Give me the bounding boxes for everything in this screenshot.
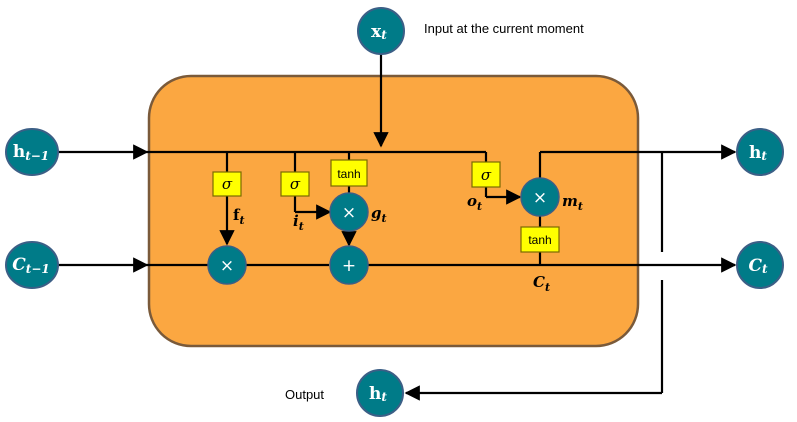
- output-caption: Output: [285, 387, 324, 402]
- candidate-gate: tanh: [330, 159, 368, 187]
- node-c-out-right: Ct: [736, 241, 784, 289]
- forget-gate: σ: [212, 171, 242, 197]
- svg-text:xt: xt: [371, 22, 387, 42]
- var-f: ft: [233, 206, 245, 227]
- input-caption: Input at the current moment: [424, 21, 584, 36]
- svg-text:Ct−1: Ct−1: [12, 255, 49, 276]
- node-h-output: ht: [356, 369, 404, 417]
- input-gate-label: σ: [290, 175, 301, 193]
- forget-gate-label: σ: [222, 175, 233, 193]
- forget-multiply-symbol: ×: [220, 256, 234, 276]
- output-gate: σ: [471, 161, 501, 188]
- forget-multiply-operator: ×: [207, 245, 247, 285]
- node-h-prev: ht−1: [5, 128, 59, 176]
- svg-text:Ct: Ct: [748, 256, 768, 276]
- input-multiply-symbol: ×: [342, 203, 356, 223]
- svg-text:ht−1: ht−1: [13, 142, 49, 163]
- candidate-gate-label: tanh: [337, 167, 360, 181]
- svg-text:ht: ht: [369, 384, 387, 404]
- var-g: gt: [371, 204, 387, 225]
- lstm-cell-body: [147, 74, 640, 348]
- var-m: mt: [562, 192, 583, 213]
- input-multiply-operator: ×: [329, 192, 369, 232]
- add-symbol: +: [342, 256, 356, 276]
- node-c-prev: Ct−1: [5, 241, 59, 289]
- var-i: it: [293, 212, 304, 233]
- input-gate: σ: [280, 171, 310, 197]
- var-c: Ct: [533, 273, 550, 294]
- node-x-t: xt: [357, 7, 405, 55]
- var-o: ot: [467, 192, 482, 213]
- svg-text:ht: ht: [749, 143, 767, 163]
- output-multiply-operator: ×: [520, 177, 560, 217]
- add-operator: +: [329, 245, 369, 285]
- cell-tanh-label: tanh: [528, 233, 551, 247]
- cell-tanh-gate: tanh: [520, 226, 560, 253]
- node-h-out-right: ht: [736, 128, 784, 176]
- output-multiply-symbol: ×: [533, 188, 547, 208]
- connections: [57, 53, 737, 401]
- output-gate-label: σ: [481, 166, 492, 184]
